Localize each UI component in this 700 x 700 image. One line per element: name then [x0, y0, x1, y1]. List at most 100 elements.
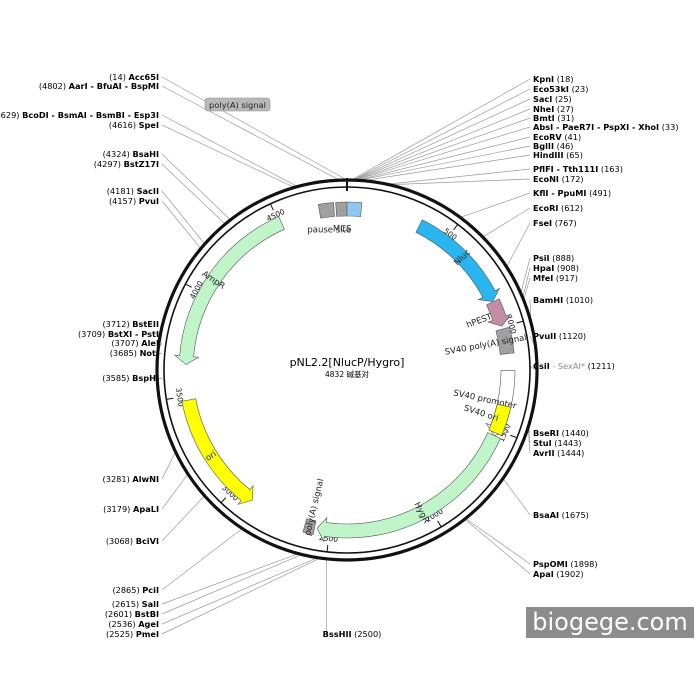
site-label: (3709) BstXI - PstI: [78, 329, 159, 339]
site-label-part: SalI: [142, 599, 159, 609]
site-label-part: (1211): [588, 361, 615, 371]
site-label: HpaI (908): [533, 263, 579, 273]
site-label-part: (14): [109, 72, 126, 82]
site-leader-lines: [157, 76, 538, 635]
site-label: (14) Acc65I: [109, 72, 159, 82]
site-leader: [161, 124, 295, 188]
site-label-part: (1444): [557, 448, 584, 458]
site-label: KpnI (18): [533, 74, 574, 84]
site-label-part: BglII: [533, 141, 554, 151]
tick-mark: [326, 544, 329, 552]
site-label-part: AlwNI: [132, 474, 159, 484]
site-label-part: KflI - PpuMI: [533, 188, 586, 198]
polya-callout-label: poly(A) signal: [209, 100, 266, 110]
site-label-part: AarI - BfuAI - BspMI: [69, 81, 159, 91]
site-leader: [352, 88, 531, 181]
site-label: (4181) SacII: [107, 186, 159, 196]
site-leader: [161, 76, 348, 181]
site-label-part: (3707): [111, 338, 138, 348]
site-label: (4616) SpeI: [109, 120, 159, 130]
site-label-part: (172): [562, 174, 584, 184]
site-leader: [161, 554, 302, 615]
feature-mcs: [335, 201, 348, 217]
tick-mark: [516, 320, 524, 324]
site-label-part: (46): [557, 141, 574, 151]
site-label-part: BstXI - PstI: [108, 329, 159, 339]
site-label-part: (4324): [103, 149, 130, 159]
site-label-part: EcoNI: [533, 174, 559, 184]
site-leader: [161, 153, 231, 221]
site-label-part: (31): [557, 113, 574, 123]
site-label-part: PflFI - Tth111I: [533, 164, 598, 174]
feature-pause: [317, 202, 335, 219]
site-label: BsaAI (1675): [533, 510, 589, 520]
feature-label-pause: pause site: [307, 226, 351, 236]
site-label-part: Eco53kI: [533, 84, 569, 94]
site-leader: [389, 178, 531, 186]
site-label-part: (1675): [562, 510, 589, 520]
site-label: (4629) BcoDI - BsmAI - BsmBI - Esp3I: [0, 110, 159, 120]
tick-mark: [166, 397, 174, 400]
site-leader: [520, 257, 531, 294]
site-label-part: (3179): [103, 504, 130, 514]
tick-mark: [510, 434, 518, 439]
site-leader: [357, 136, 531, 181]
site-label-part: ApaI: [533, 569, 554, 579]
site-label-part: AleI: [141, 338, 159, 348]
site-label-part: AbsI - PaeR7I - PspXI - XhoI: [533, 122, 659, 132]
site-label-part: (917): [556, 273, 578, 283]
site-label-part: SpeI: [139, 120, 159, 130]
site-leader: [506, 222, 531, 268]
site-label-part: (3709): [78, 329, 105, 339]
tick-mark: [220, 497, 227, 504]
site-leader: [161, 553, 299, 605]
site-label: EcoNI (172): [533, 174, 584, 184]
site-label-part: (3712): [102, 319, 129, 329]
site-label: NheI (27): [533, 104, 574, 114]
site-leader: [386, 168, 531, 185]
site-label: FseI (767): [533, 218, 577, 228]
site-leader: [355, 126, 531, 181]
feature-hygr: [316, 432, 501, 543]
site-label-part: (25): [555, 94, 572, 104]
site-label: (2615) SalI: [112, 599, 159, 609]
site-label-part: (1898): [570, 559, 597, 569]
site-label-part: HindIII: [533, 150, 564, 160]
site-label: SacI (25): [533, 94, 572, 104]
feature-label-mcs: MCS: [333, 225, 352, 235]
site-label: (4324) BsaHI: [103, 149, 159, 159]
site-label: (3585) BspHI: [102, 373, 159, 383]
site-label-part: (163): [601, 164, 623, 174]
site-label-part: PspOMI: [533, 559, 568, 569]
site-label: EcoRV (41): [533, 132, 581, 142]
site-label: (3685) NotI: [110, 348, 159, 358]
site-label-part: (1440): [562, 428, 589, 438]
site-label-part: BamHI: [533, 295, 563, 305]
site-label-part: BstEII: [132, 319, 159, 329]
site-leader: [161, 557, 321, 635]
site-label: PvuII (1120): [533, 331, 586, 341]
site-label-part: SacII: [137, 186, 159, 196]
site-leader: [161, 557, 318, 625]
site-label: MfeI (917): [533, 273, 578, 283]
site-label-part: ApaLI: [133, 504, 159, 514]
site-label: (4157) PvuI: [109, 196, 159, 206]
site-label: (3068) BciVI: [106, 536, 159, 546]
site-label-part: BspHI: [132, 373, 159, 383]
site-label: BseRI (1440): [533, 428, 589, 438]
site-label-part: BssHII: [323, 629, 352, 639]
site-label-part: (27): [557, 104, 574, 114]
site-label: (4297) BstZ17I: [94, 159, 159, 169]
feature-ori: [181, 398, 254, 505]
tick-label: 2500: [319, 533, 339, 544]
site-label: (2536) AgeI: [108, 619, 159, 629]
site-label-part: (1443): [554, 438, 581, 448]
site-label: PsiI (888): [533, 253, 574, 263]
site-label-part: MfeI: [533, 273, 553, 283]
site-label: ApaI (1902): [533, 569, 584, 579]
site-label: HindIII (65): [533, 150, 583, 160]
site-label-part: (3585): [102, 373, 129, 383]
restriction-site-labels: KpnI (18)Eco53kI (23)SacI (25)NheI (27)B…: [0, 72, 679, 639]
site-label-part: BseRI: [533, 428, 559, 438]
polya-callout: poly(A) signal: [204, 97, 271, 112]
